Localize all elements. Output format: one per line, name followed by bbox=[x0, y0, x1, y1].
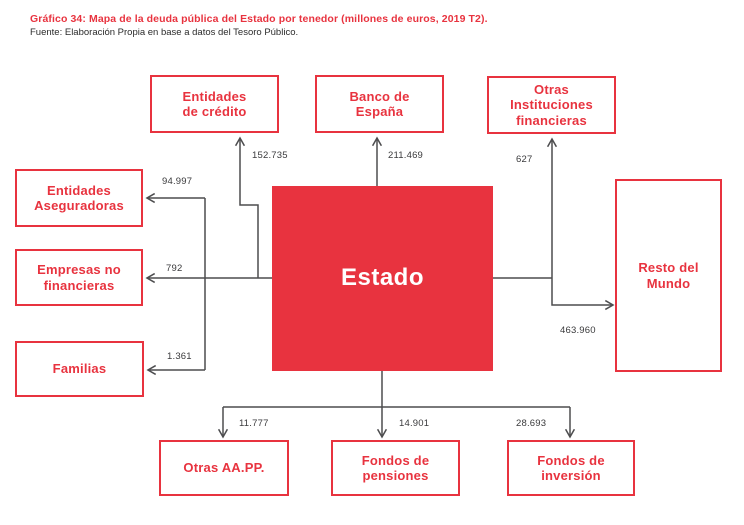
edge-value-fondos-de-pensiones: 14.901 bbox=[399, 418, 430, 429]
node-entidades-de-credito: Entidades de crédito bbox=[150, 75, 279, 133]
node-label: Entidades de crédito bbox=[182, 88, 247, 119]
node-label: Entidades Aseguradoras bbox=[34, 182, 124, 213]
node-label: Resto del Mundo bbox=[638, 260, 699, 291]
node-fondos-de-inversion: Fondos de inversión bbox=[507, 440, 635, 496]
node-fondos-de-pensiones: Fondos de pensiones bbox=[331, 440, 460, 496]
node-label: Fondos de inversión bbox=[537, 452, 605, 483]
edge-value-otras-instituciones-financieras: 627 bbox=[516, 154, 533, 165]
node-estado-label: Estado bbox=[340, 264, 424, 292]
edge-value-entidades-de-credito: 152.735 bbox=[252, 150, 288, 161]
node-familias: Familias bbox=[15, 341, 144, 397]
edge-value-banco-de-espana: 211.469 bbox=[388, 150, 424, 161]
edge-value-otras-aapp: 11.777 bbox=[239, 418, 269, 429]
edge-value-empresas-no-financieras: 792 bbox=[166, 263, 183, 274]
edge-value-fondos-de-inversion: 28.693 bbox=[516, 418, 547, 429]
node-label: Fondos de pensiones bbox=[361, 452, 430, 483]
node-estado: Estado bbox=[272, 186, 493, 371]
node-entidades-aseguradoras: Entidades Aseguradoras bbox=[15, 169, 143, 227]
node-empresas-no-financieras: Empresas no financieras bbox=[15, 249, 143, 306]
node-label: Otras AA.PP. bbox=[183, 460, 265, 476]
node-resto-del-mundo: Resto del Mundo bbox=[615, 179, 722, 372]
node-banco-de-espana: Banco de España bbox=[315, 75, 444, 133]
edge-value-entidades-aseguradoras: 94.997 bbox=[162, 176, 193, 187]
edge-value-resto-del-mundo: 463.960 bbox=[560, 325, 596, 336]
edge-value-familias: 1.361 bbox=[167, 351, 192, 362]
node-otras-instituciones-financieras: Otras Instituciones financieras bbox=[487, 76, 616, 134]
figure-title: Gráfico 34: Mapa de la deuda pública del… bbox=[30, 13, 488, 25]
node-label: Familias bbox=[52, 361, 107, 377]
node-label: Empresas no financieras bbox=[37, 262, 121, 293]
figure-source: Fuente: Elaboración Propia en base a dat… bbox=[30, 27, 299, 38]
node-label: Otras Instituciones financieras bbox=[510, 82, 593, 128]
node-label: Banco de España bbox=[349, 88, 410, 119]
node-otras-aapp: Otras AA.PP. bbox=[159, 440, 289, 496]
